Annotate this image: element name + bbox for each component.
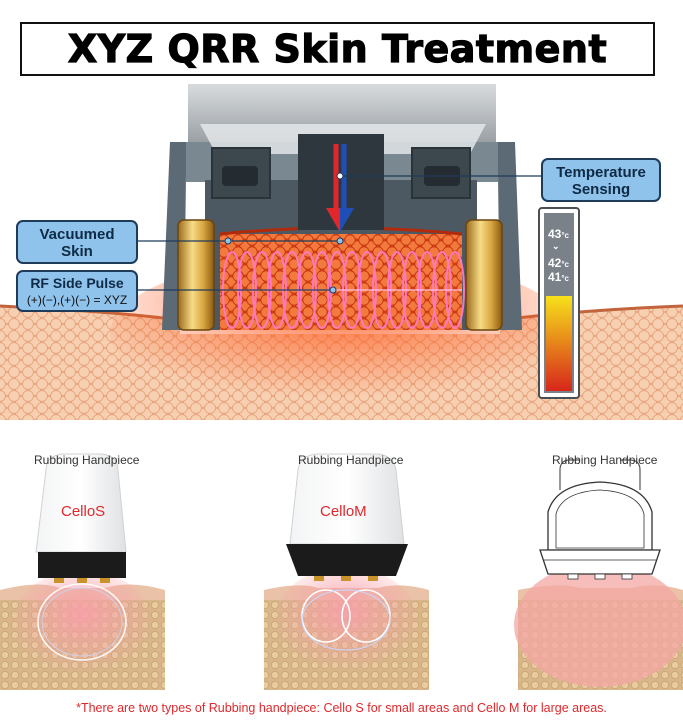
footnote: *There are two types of Rubbing handpiec…: [76, 701, 607, 715]
thermometer: [538, 207, 580, 399]
temperature-sensing-label: Temperature Sensing: [541, 158, 661, 202]
temp-reading-43: 43°c: [548, 227, 570, 241]
page-title: XYZ QRR Skin Treatment: [67, 26, 608, 71]
electrode-left: [177, 219, 215, 331]
handpiece-caption-1: Rubbing Handpiece: [34, 453, 140, 467]
handpiece-brand-cellos: CelloS: [61, 503, 106, 520]
main-diagram: [0, 84, 683, 420]
handpiece-illustrations: [0, 453, 683, 690]
rf-field-icon: [37, 583, 127, 661]
temp-arrow: ⌄: [552, 241, 560, 251]
handpiece-brand-cellom: CelloM: [320, 503, 367, 520]
vacuumed-skin-label: Vacuumed Skin: [16, 220, 138, 264]
temp-reading-42: 42°c: [548, 256, 570, 270]
thermometer-fill: [546, 296, 572, 391]
handpiece-panel-outline: [514, 459, 683, 690]
title-box: XYZ QRR Skin Treatment: [20, 22, 655, 76]
temp-reading-41: 41°c: [548, 270, 570, 284]
handpiece-caption-3: Rubbing Handpiece: [552, 453, 658, 467]
handpiece-panel-cellos: [0, 453, 165, 690]
handpiece-panel-cellom: [264, 453, 429, 690]
electrode-right: [465, 219, 503, 331]
handpiece-caption-2: Rubbing Handpiece: [298, 453, 404, 467]
rf-side-pulse-label: RF Side Pulse (+)(−),(+)(−) = XYZ: [16, 270, 138, 312]
